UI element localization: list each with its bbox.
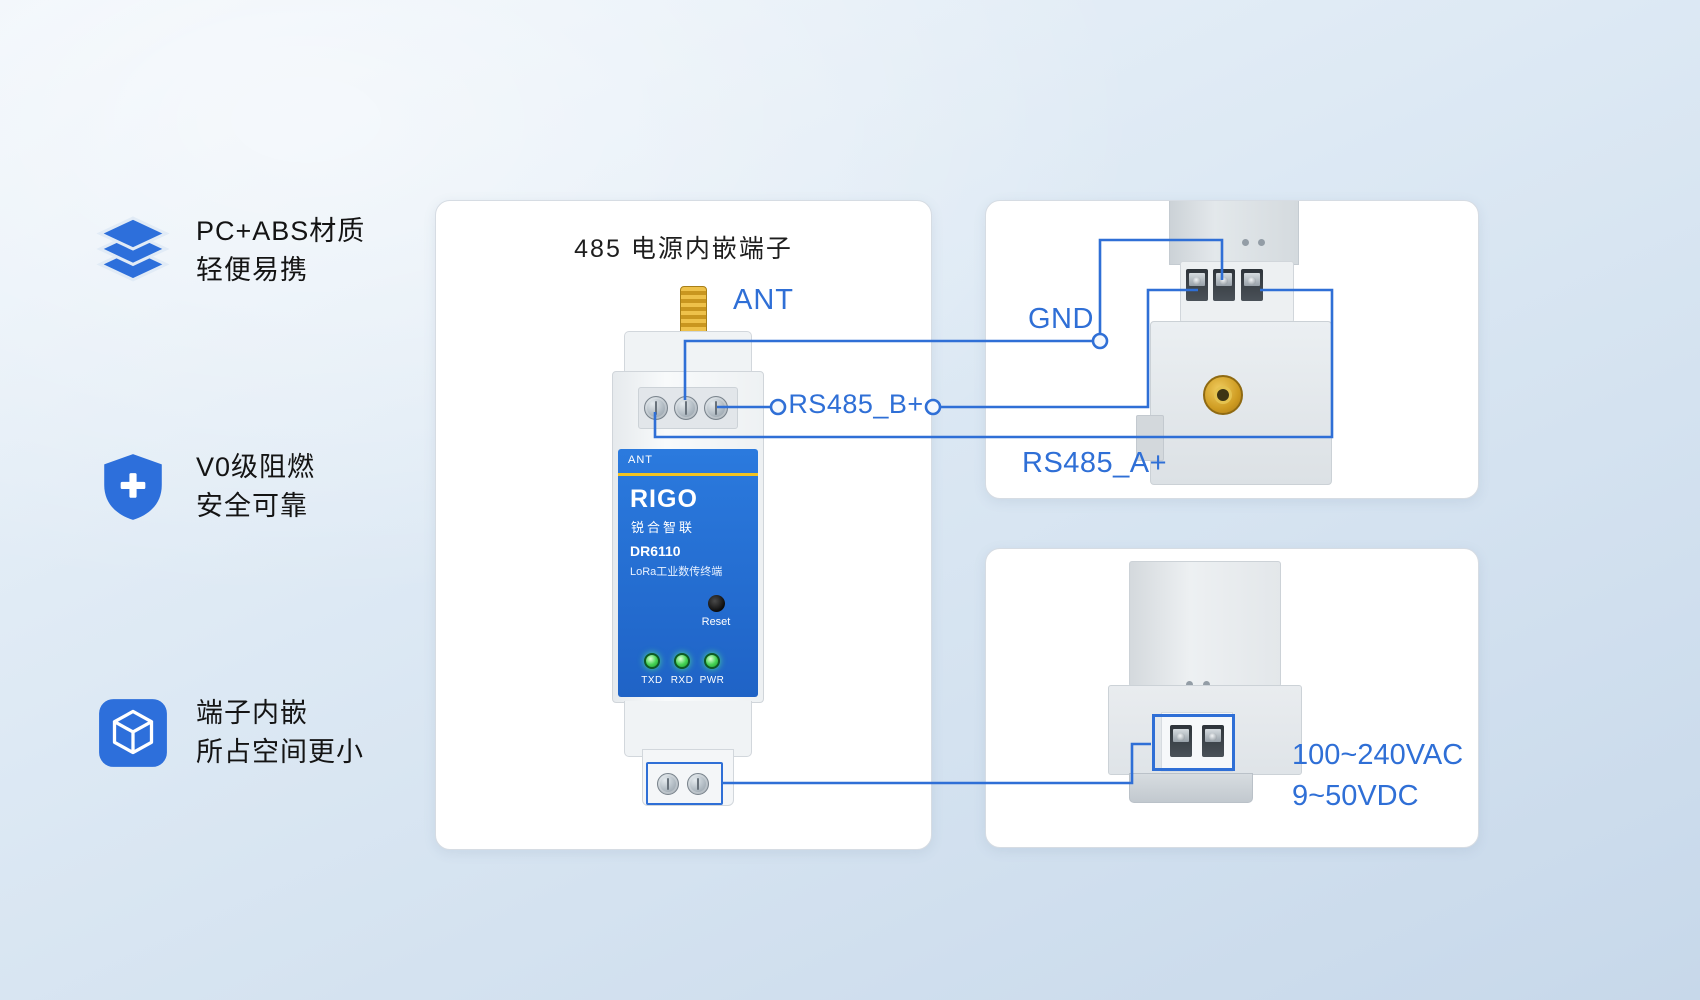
feature-text: 端子内嵌 所占空间更小 — [196, 694, 364, 772]
brand-logo: RIGO — [630, 485, 698, 513]
feature-line-2: 安全可靠 — [196, 491, 308, 521]
ant-callout-label: ANT — [733, 284, 794, 316]
power-rating: 100~240VAC 9~50VDC — [1292, 735, 1463, 817]
rs485-a-label: RS485_A+ — [1022, 447, 1168, 479]
power-terminal-1 — [1170, 725, 1192, 757]
feature-flame-retardant: V0级阻燃 安全可靠 — [96, 448, 315, 526]
power-rating-ac: 100~240VAC — [1292, 739, 1464, 771]
rxd-label: RXD — [670, 675, 694, 686]
feature-text: V0级阻燃 安全可靠 — [196, 448, 315, 526]
layers-icon — [96, 212, 170, 290]
brand-name-cn: 锐合智联 — [631, 520, 696, 535]
txd-led — [644, 653, 660, 669]
panel-device-front: 485 电源内嵌端子 ANT ANT RIGO 锐合智联 DR6110 LoRa… — [435, 200, 932, 850]
din-clip — [1129, 773, 1253, 803]
rs485-terminal-gnd — [1213, 269, 1235, 301]
terminal-screw-a — [644, 396, 668, 420]
rs485-terminal-b — [1186, 269, 1208, 301]
terminal-screw-gnd — [674, 396, 698, 420]
txd-label: TXD — [641, 675, 663, 686]
rs485-terminal-a — [1241, 269, 1263, 301]
front-panel-ant-label: ANT — [628, 454, 653, 466]
feature-embedded-terminals: 端子内嵌 所占空间更小 — [96, 694, 364, 772]
yellow-stripe — [618, 473, 758, 476]
power-screw-1 — [657, 773, 679, 795]
device-front-panel: ANT RIGO 锐合智联 DR6110 LoRa工业数传终端 Reset TX… — [618, 449, 758, 697]
reset-button — [708, 595, 725, 612]
model-number: DR6110 — [630, 543, 681, 559]
device-bottom-shoulder — [624, 701, 752, 757]
feature-line-1: 端子内嵌 — [196, 698, 308, 728]
device-top-shoulder — [624, 331, 752, 373]
rs485-b-label: RS485_B+ — [788, 389, 924, 419]
feature-line-2: 所占空间更小 — [196, 737, 364, 767]
terminal-screw-b — [704, 396, 728, 420]
power-terminal-highlight — [646, 762, 723, 805]
pwr-led — [704, 653, 720, 669]
screw-hole — [1242, 239, 1249, 246]
pwr-label: PWR — [699, 675, 725, 686]
feature-line-1: V0级阻燃 — [196, 452, 316, 482]
power-terminal-highlight — [1152, 714, 1235, 771]
feature-line-2: 轻便易携 — [196, 255, 308, 285]
gnd-label: GND — [1028, 303, 1094, 335]
screw-hole — [1203, 681, 1210, 688]
antenna-connector — [680, 286, 707, 334]
power-screw-2 — [687, 773, 709, 795]
reset-label: Reset — [701, 616, 731, 628]
panel-title: 485 电源内嵌端子 — [574, 235, 793, 263]
power-rating-dc: 9~50VDC — [1292, 780, 1419, 812]
feature-material: PC+ABS材质 轻便易携 — [96, 212, 365, 290]
top-view-rail-slab — [1169, 201, 1299, 265]
cube-icon — [96, 694, 170, 772]
sma-connector-top-view — [1203, 375, 1243, 415]
screw-hole — [1186, 681, 1193, 688]
power-terminal-2 — [1202, 725, 1224, 757]
feature-text: PC+ABS材质 轻便易携 — [196, 212, 365, 290]
shield-plus-icon — [96, 448, 170, 526]
screw-hole — [1258, 239, 1265, 246]
feature-line-1: PC+ABS材质 — [196, 216, 366, 246]
rxd-led — [674, 653, 690, 669]
bottom-view-slab — [1129, 561, 1281, 687]
model-description: LoRa工业数传终端 — [630, 566, 723, 578]
panel-bottom-view — [985, 548, 1479, 848]
